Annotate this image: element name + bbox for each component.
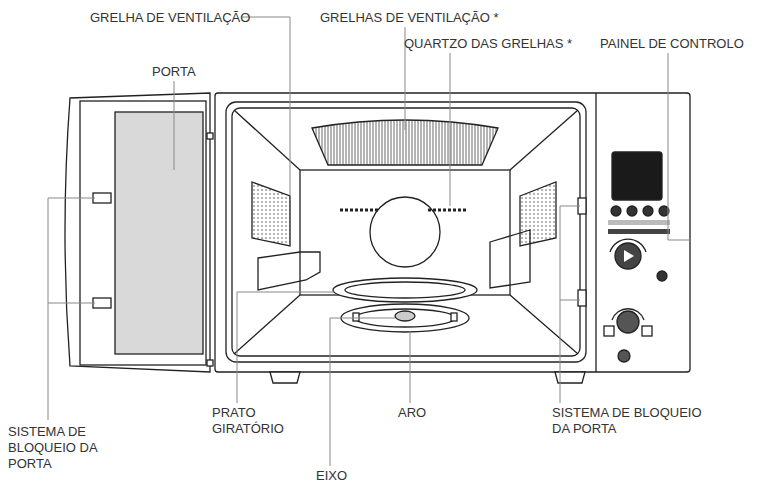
part-label: PRATO GIRATÓRIO: [212, 405, 292, 437]
leader-line: [668, 53, 690, 240]
panel-button: [642, 326, 652, 336]
door-hinge: [207, 133, 213, 139]
panel-divider: [595, 93, 596, 372]
door-latch: [93, 298, 111, 308]
part-label: GRELHAS DE VENTILAÇÃO *: [320, 10, 520, 26]
cavity-inner-frame: [232, 108, 580, 356]
quartz-tubes: [340, 209, 466, 212]
start-dial: [615, 243, 641, 269]
oven-feet: [270, 372, 585, 383]
leader-line: [237, 292, 334, 403]
turntable-plate-rim: [345, 282, 465, 298]
left-wall-bracket: [258, 252, 320, 290]
part-label: GRELHA DE VENTILAÇÃO: [90, 10, 260, 26]
roller-wheel: [451, 313, 457, 321]
leader-line: [48, 198, 95, 420]
part-label: EIXO: [316, 468, 376, 484]
left-vent: [252, 182, 290, 246]
panel-bar: [608, 229, 670, 234]
roller-wheel: [353, 313, 359, 321]
door-hinge: [207, 360, 213, 366]
shaft-hub: [395, 311, 415, 321]
leader-line: [450, 53, 451, 206]
panel-strip: [608, 220, 670, 225]
back-wall-circle: [370, 197, 440, 267]
door-outer: [65, 93, 210, 372]
part-label: SISTEMA DE BLOQUEIO DA PORTA: [552, 405, 702, 437]
part-label: SISTEMA DE BLOQUEIO DA PORTA: [8, 424, 100, 472]
panel-button: [611, 206, 621, 216]
stop-button: [657, 271, 667, 281]
panel-button: [627, 206, 637, 216]
panel-button: [618, 350, 630, 362]
turntable-plate: [333, 278, 477, 302]
part-label: QUARTZO DAS GRELHAS *: [404, 36, 594, 52]
display: [612, 152, 662, 200]
part-label: ARO: [398, 405, 458, 421]
leader-line: [560, 206, 580, 403]
door-inner: [80, 101, 206, 365]
leader-line: [330, 318, 395, 466]
latch-hole: [578, 290, 586, 306]
right-vent: [520, 182, 556, 246]
part-label: PAINEL DE CONTROLO: [600, 36, 775, 52]
start-icon: [624, 250, 634, 262]
leader-line: [410, 331, 411, 403]
oven-body: [215, 93, 690, 372]
right-wall-bracket: [490, 230, 530, 288]
panel-button: [604, 326, 614, 336]
door-latch: [93, 193, 111, 203]
leader-line: [174, 81, 175, 170]
cavity-frame: [226, 102, 586, 362]
door-window: [115, 112, 203, 354]
auto-dial: [617, 311, 639, 333]
cavity-back-wall: [300, 170, 510, 295]
leader-line: [242, 17, 290, 195]
cavity-perspective: [234, 110, 578, 354]
part-label: PORTA: [152, 64, 232, 80]
panel-button: [643, 206, 653, 216]
